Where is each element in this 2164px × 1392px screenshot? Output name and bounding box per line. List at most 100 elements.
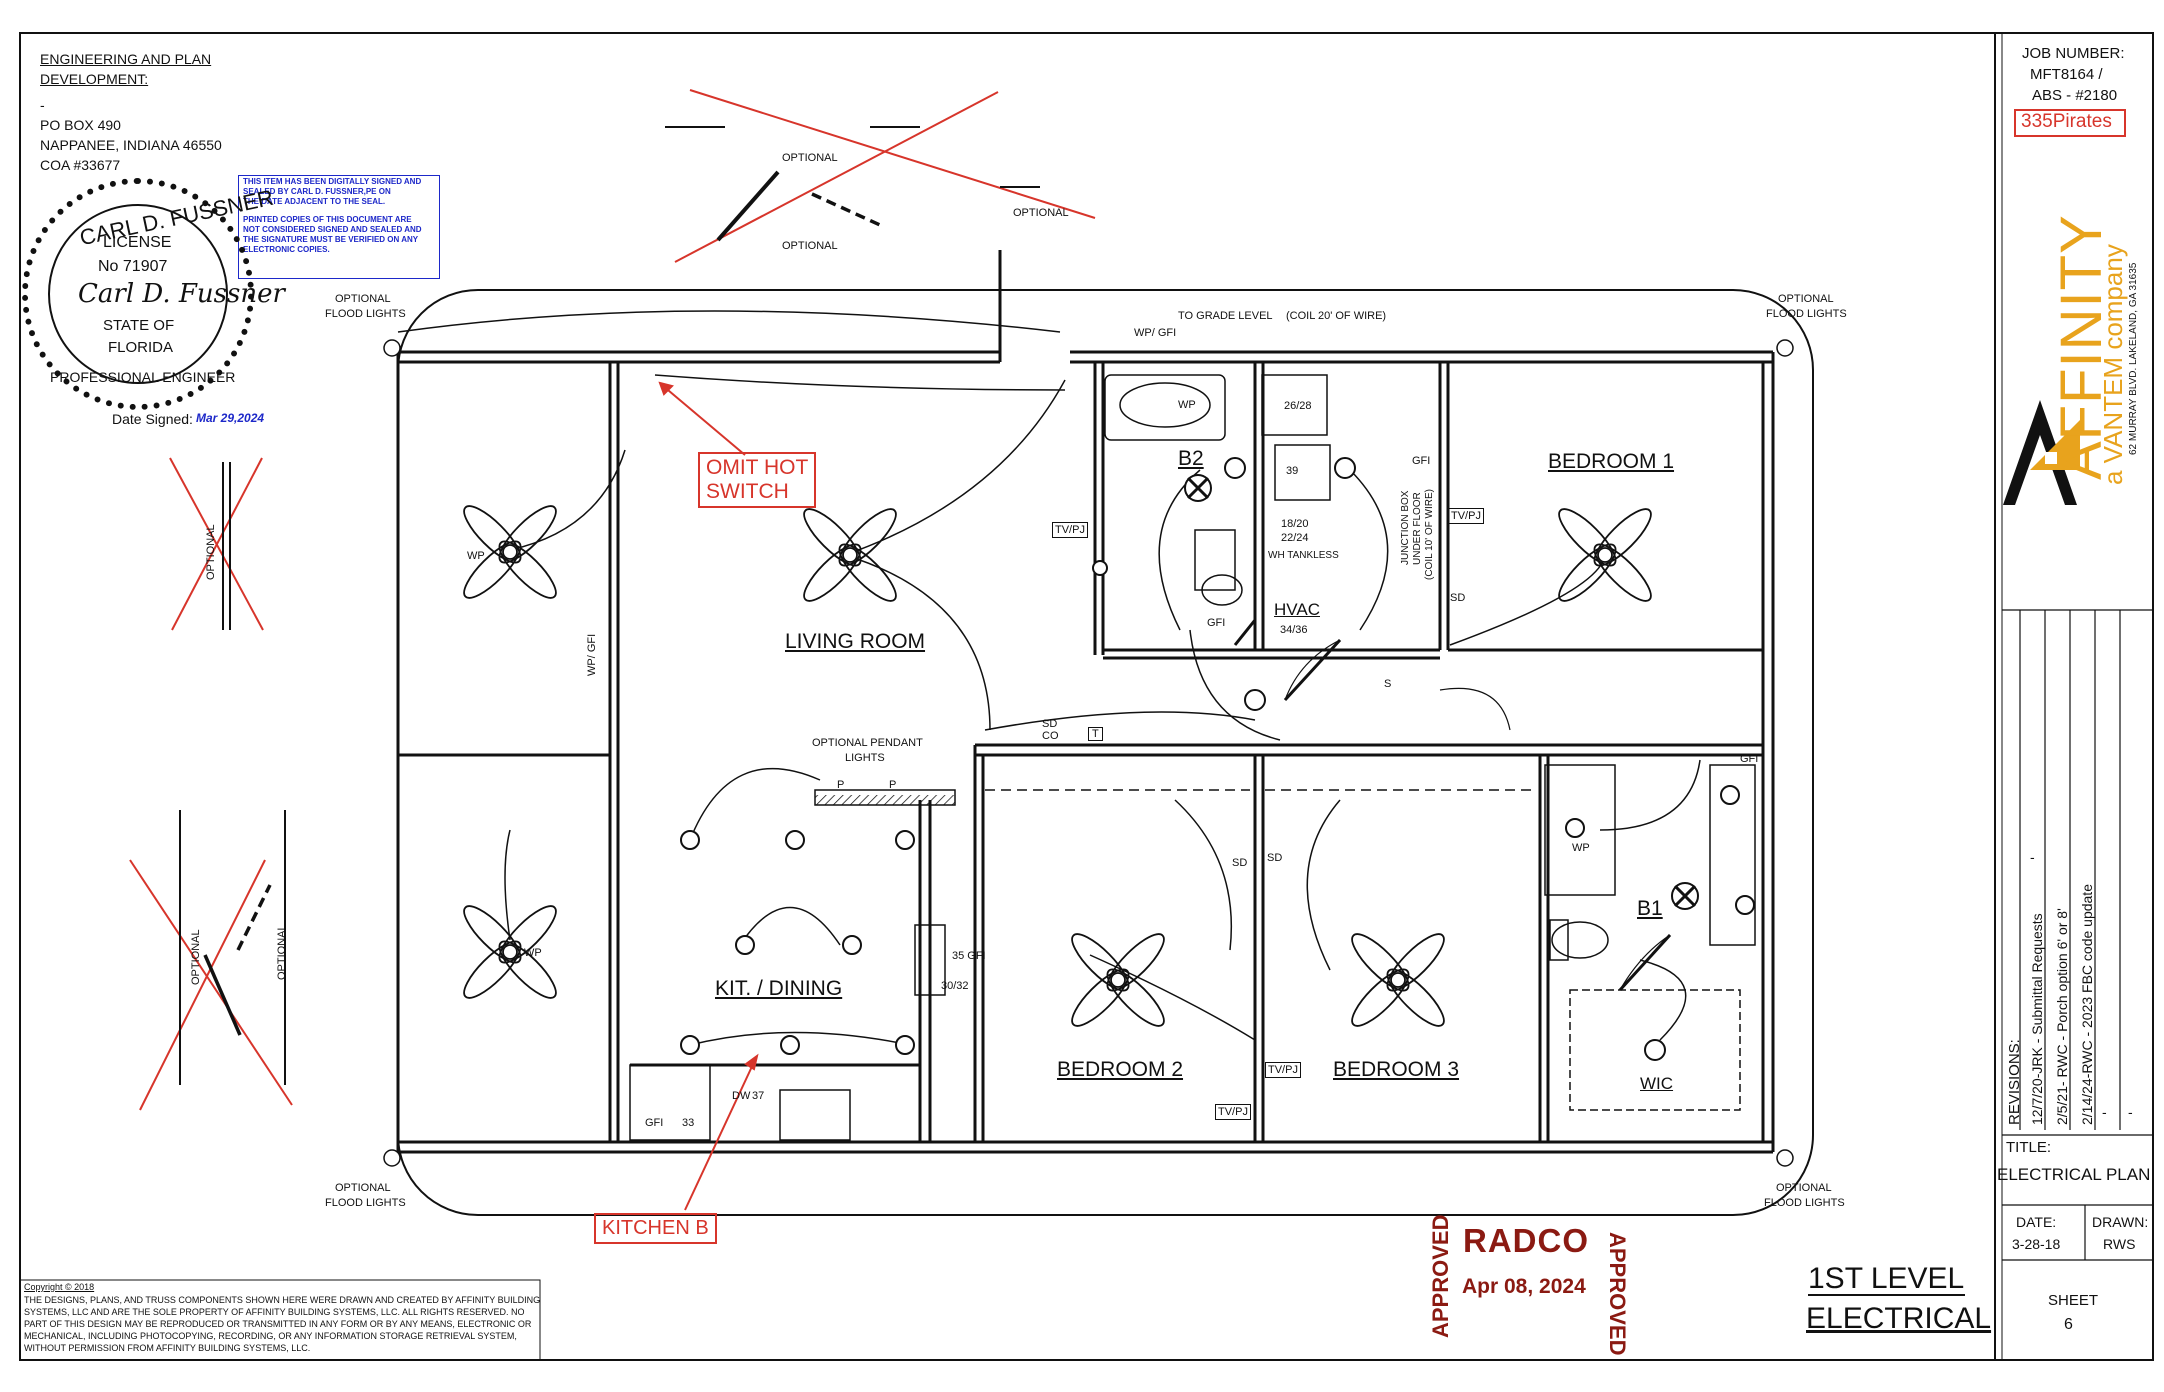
seal-florida: FLORIDA [108, 339, 174, 356]
revision-dash-3: - [2128, 1104, 2133, 1120]
room-wic: WIC [1640, 1074, 1674, 1093]
optional-details [179, 126, 1040, 1085]
title-label: TITLE: [2006, 1139, 2052, 1156]
notice-line-2: SEALED BY CARL D. FUSSNER,PE ON [243, 187, 391, 196]
wp-label-2: WP [524, 947, 542, 959]
range-gfi: 35 GFI [952, 950, 986, 962]
brand-vantem: a VANTEM company [2098, 244, 2128, 485]
seal-date-value: Mar 29,2024 [196, 411, 265, 425]
wp-label-1: WP [467, 550, 485, 562]
copyright-line-2: SYSTEMS, LLC AND ARE THE SOLE PROPERTY O… [24, 1307, 525, 1317]
kitchen-b-note: KITCHEN B [594, 1213, 717, 1244]
gfi-kitchen-circuit: 33 [682, 1117, 695, 1129]
copyright-line-1: THE DESIGNS, PLANS, AND TRUSS COMPONENTS… [24, 1295, 541, 1305]
engineering-address-2: NAPPANEE, INDIANA 46550 [40, 137, 222, 153]
engineering-dash: - [40, 97, 45, 113]
junction-note-3: (COIL 10' OF WIRE) [1424, 489, 1435, 580]
optional-detail-note-2: OPTIONAL [190, 929, 202, 985]
notice-line-3: THE DATE ADJACENT TO THE SEAL. [243, 197, 386, 206]
room-b1: B1 [1637, 897, 1663, 920]
title-value: ELECTRICAL PLAN [1997, 1165, 2151, 1184]
house-walls [396, 250, 1775, 1154]
room-bedroom-2: BEDROOM 2 [1057, 1058, 1184, 1081]
room-bedroom-3: BEDROOM 3 [1333, 1058, 1460, 1081]
wh-circuit-1: 18/20 [1281, 518, 1309, 530]
engineering-heading-1: ENGINEERING AND PLAN [40, 51, 212, 67]
notice-line-5: NOT CONSIDERED SIGNED AND SEALED AND [243, 225, 422, 234]
tvpj-living: TV/PJ [1052, 522, 1088, 539]
stamp-radco: RADCO [1463, 1222, 1589, 1259]
flood-br-1: OPTIONAL [1776, 1182, 1832, 1194]
seal-signature: Carl D. Fussner [78, 279, 285, 309]
date-value: 3-28-18 [2012, 1236, 2061, 1252]
wh-39: 39 [1286, 465, 1299, 477]
gfi-kitchen: GFI [645, 1117, 664, 1129]
omit-hot-switch-note: OMIT HOT SWITCH [698, 452, 817, 509]
tvpj-bed3: TV/PJ [1265, 1062, 1301, 1079]
exhaust-fans [1184, 474, 1699, 910]
drawn-label: DRAWN: [2092, 1214, 2149, 1230]
wp-label-b1: WP [1572, 842, 1590, 854]
flood-bl-2: FLOOD LIGHTS [325, 1197, 406, 1209]
junction-note-2: UNDER FLOOR [1412, 492, 1423, 565]
seal-license: LICENSE [103, 234, 172, 251]
room-living: LIVING ROOM [785, 630, 926, 653]
omit-hot-line-1: OMIT HOT [706, 456, 809, 479]
sd-bed3: SD [1267, 852, 1283, 864]
optional-detail-note-1: OPTIONAL [205, 524, 217, 580]
seal-professional: PROFESSIONAL ENGINEER [50, 369, 236, 385]
engineering-heading-2: DEVELOPMENT: [40, 71, 149, 87]
wh-tankless: WH TANKLESS [1268, 550, 1339, 561]
digital-notice-box: THIS ITEM HAS BEEN DIGITALLY SIGNED AND … [238, 175, 440, 279]
room-hvac: HVAC [1274, 600, 1320, 619]
notice-line-7: ELECTRONIC COPIES. [243, 245, 330, 254]
pendant-note-1: OPTIONAL PENDANT [812, 737, 923, 749]
tvpj-bed1: TV/PJ [1448, 508, 1484, 525]
affinity-logo-mark [2003, 400, 2080, 505]
sheet-title-1: 1ST LEVEL [1808, 1262, 1965, 1295]
abs-number: ABS - #2180 [2032, 87, 2118, 104]
annotation-arrows [658, 381, 759, 1211]
switch-s: S [1384, 678, 1392, 690]
flood-tr-2: FLOOD LIGHTS [1766, 308, 1847, 320]
sd-living: SD [1042, 718, 1058, 730]
notice-line-1: THIS ITEM HAS BEEN DIGITALLY SIGNED AND [243, 177, 422, 186]
wiring [397, 310, 1701, 1046]
seal-number: No 71907 [98, 258, 168, 275]
sd-bed2: SD [1232, 857, 1248, 869]
gfi-b1: GFI [1740, 753, 1759, 765]
pendant-p-1: P [837, 779, 845, 791]
optional-note-top: OPTIONAL [782, 152, 838, 164]
wh-circuit-2: 22/24 [1281, 532, 1309, 544]
copyright-line-5: WITHOUT PERMISSION FROM AFFINITY BUILDIN… [24, 1343, 311, 1353]
seal-state-of: STATE OF [103, 317, 175, 334]
revisions-label: REVISIONS: [2006, 1039, 2023, 1125]
flood-br-2: FLOOD LIGHTS [1764, 1197, 1845, 1209]
wp-gfi-living: WP/ GFI [586, 633, 598, 676]
sheet-border [19, 32, 2154, 1361]
stamp-date: Apr 08, 2024 [1462, 1275, 1586, 1298]
pirates-tag: 335Pirates [2021, 111, 2112, 132]
thermostat: T [1088, 727, 1103, 742]
pirates-box [2014, 109, 2126, 137]
wp-label-b2: WP [1178, 399, 1196, 411]
flood-bl-1: OPTIONAL [335, 1182, 391, 1194]
stamp-approved-left: APPROVED [1428, 1214, 1453, 1338]
grade-level-note: TO GRADE LEVEL [1178, 310, 1273, 322]
job-number-label: JOB NUMBER: [2022, 45, 2125, 62]
engineering-address-1: PO BOX 490 [40, 117, 121, 133]
optional-detail-note-3: OPTIONAL [276, 924, 288, 980]
flood-light-markers [383, 339, 1794, 1167]
room-kitchen: KIT. / DINING [715, 977, 843, 1000]
sheet-title-2: ELECTRICAL [1806, 1302, 1992, 1335]
notice-line-4: PRINTED COPIES OF THIS DOCUMENT ARE [243, 215, 412, 224]
gfi-b2: GFI [1207, 617, 1226, 629]
range-circuit: 30/32 [941, 980, 969, 992]
stamp-approved-right: APPROVED [1605, 1232, 1630, 1356]
flood-tl-2: FLOOD LIGHTS [325, 308, 406, 320]
tvpj-bed2: TV/PJ [1215, 1104, 1251, 1121]
notice-line-6: THE SIGNATURE MUST BE VERIFIED ON ANY [243, 235, 419, 244]
omit-hot-line-2: SWITCH [706, 480, 789, 504]
flood-tl-1: OPTIONAL [335, 293, 391, 305]
